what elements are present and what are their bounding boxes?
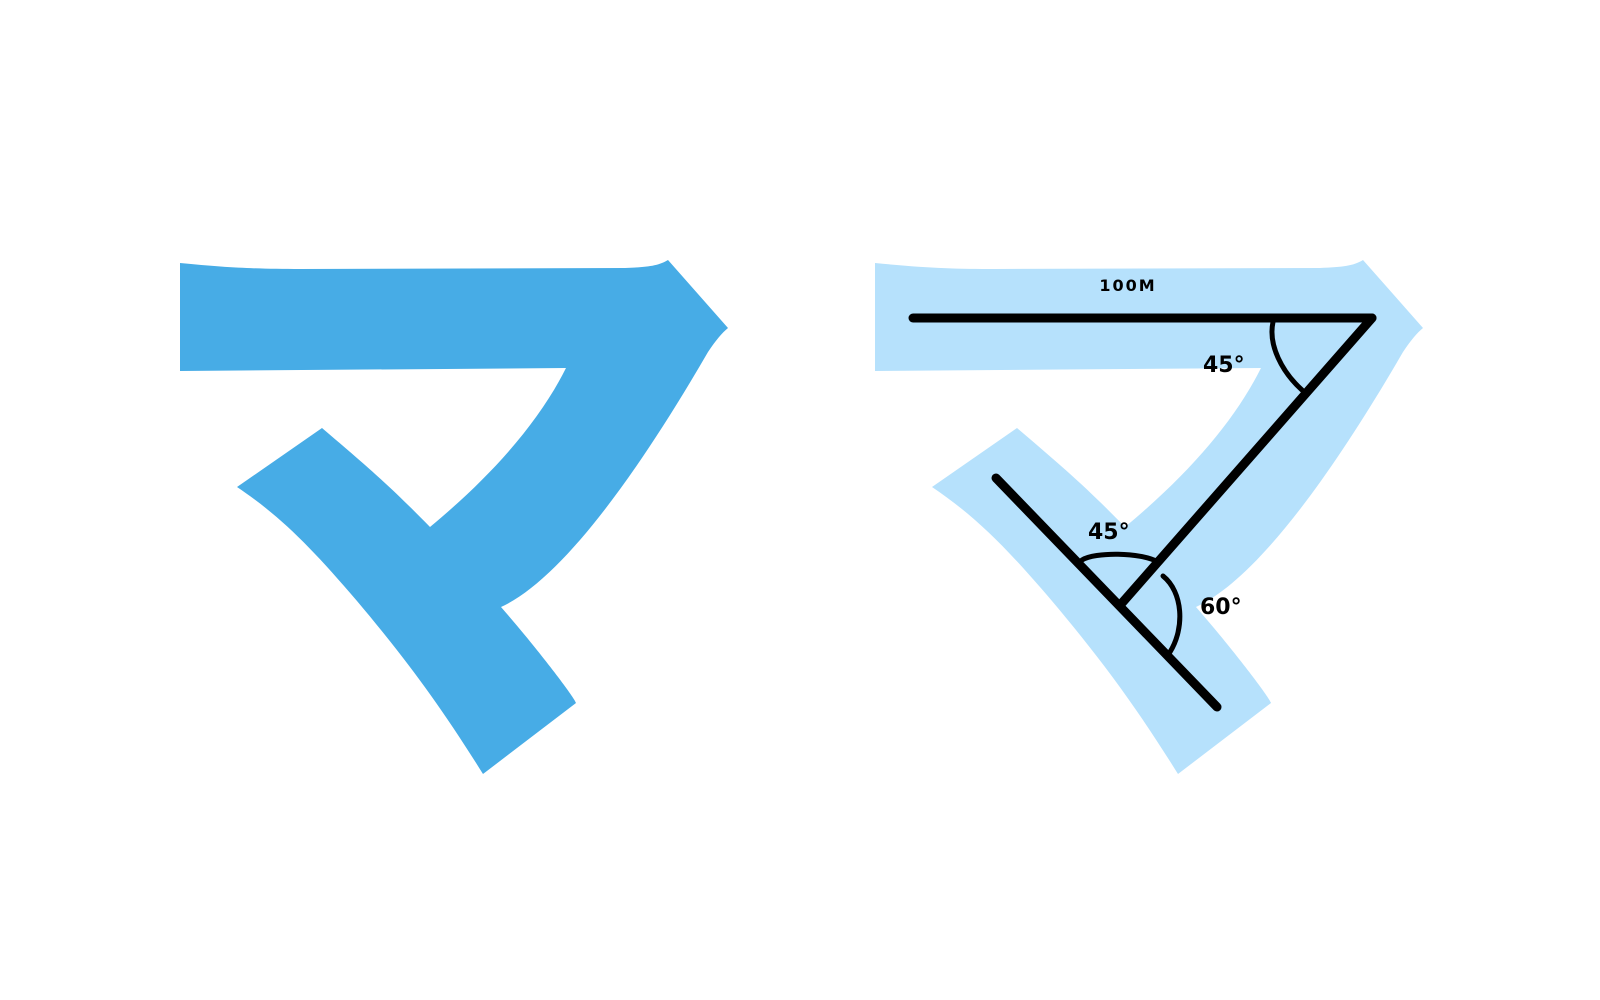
angle-arc-left bbox=[1079, 551, 1161, 565]
crossing-stroke-line bbox=[991, 473, 1222, 712]
angle-arc-right bbox=[1160, 573, 1183, 655]
length-label: 100M bbox=[1099, 276, 1156, 295]
glyph-light-shape bbox=[875, 260, 1423, 774]
angle-label-left: 45° bbox=[1088, 520, 1130, 545]
glyph-solid-shape bbox=[180, 260, 728, 774]
glyph-annotated: 100M 45° 45° 60° bbox=[875, 260, 1423, 774]
construction-lines bbox=[908, 313, 1377, 712]
angle-label-right: 60° bbox=[1200, 595, 1242, 620]
angle-arcs bbox=[1079, 319, 1305, 655]
glyph-solid bbox=[180, 260, 728, 774]
angle-label-top: 45° bbox=[1203, 353, 1245, 378]
diagonal-stroke-line bbox=[1117, 313, 1377, 608]
angle-arc-top bbox=[1269, 319, 1305, 393]
